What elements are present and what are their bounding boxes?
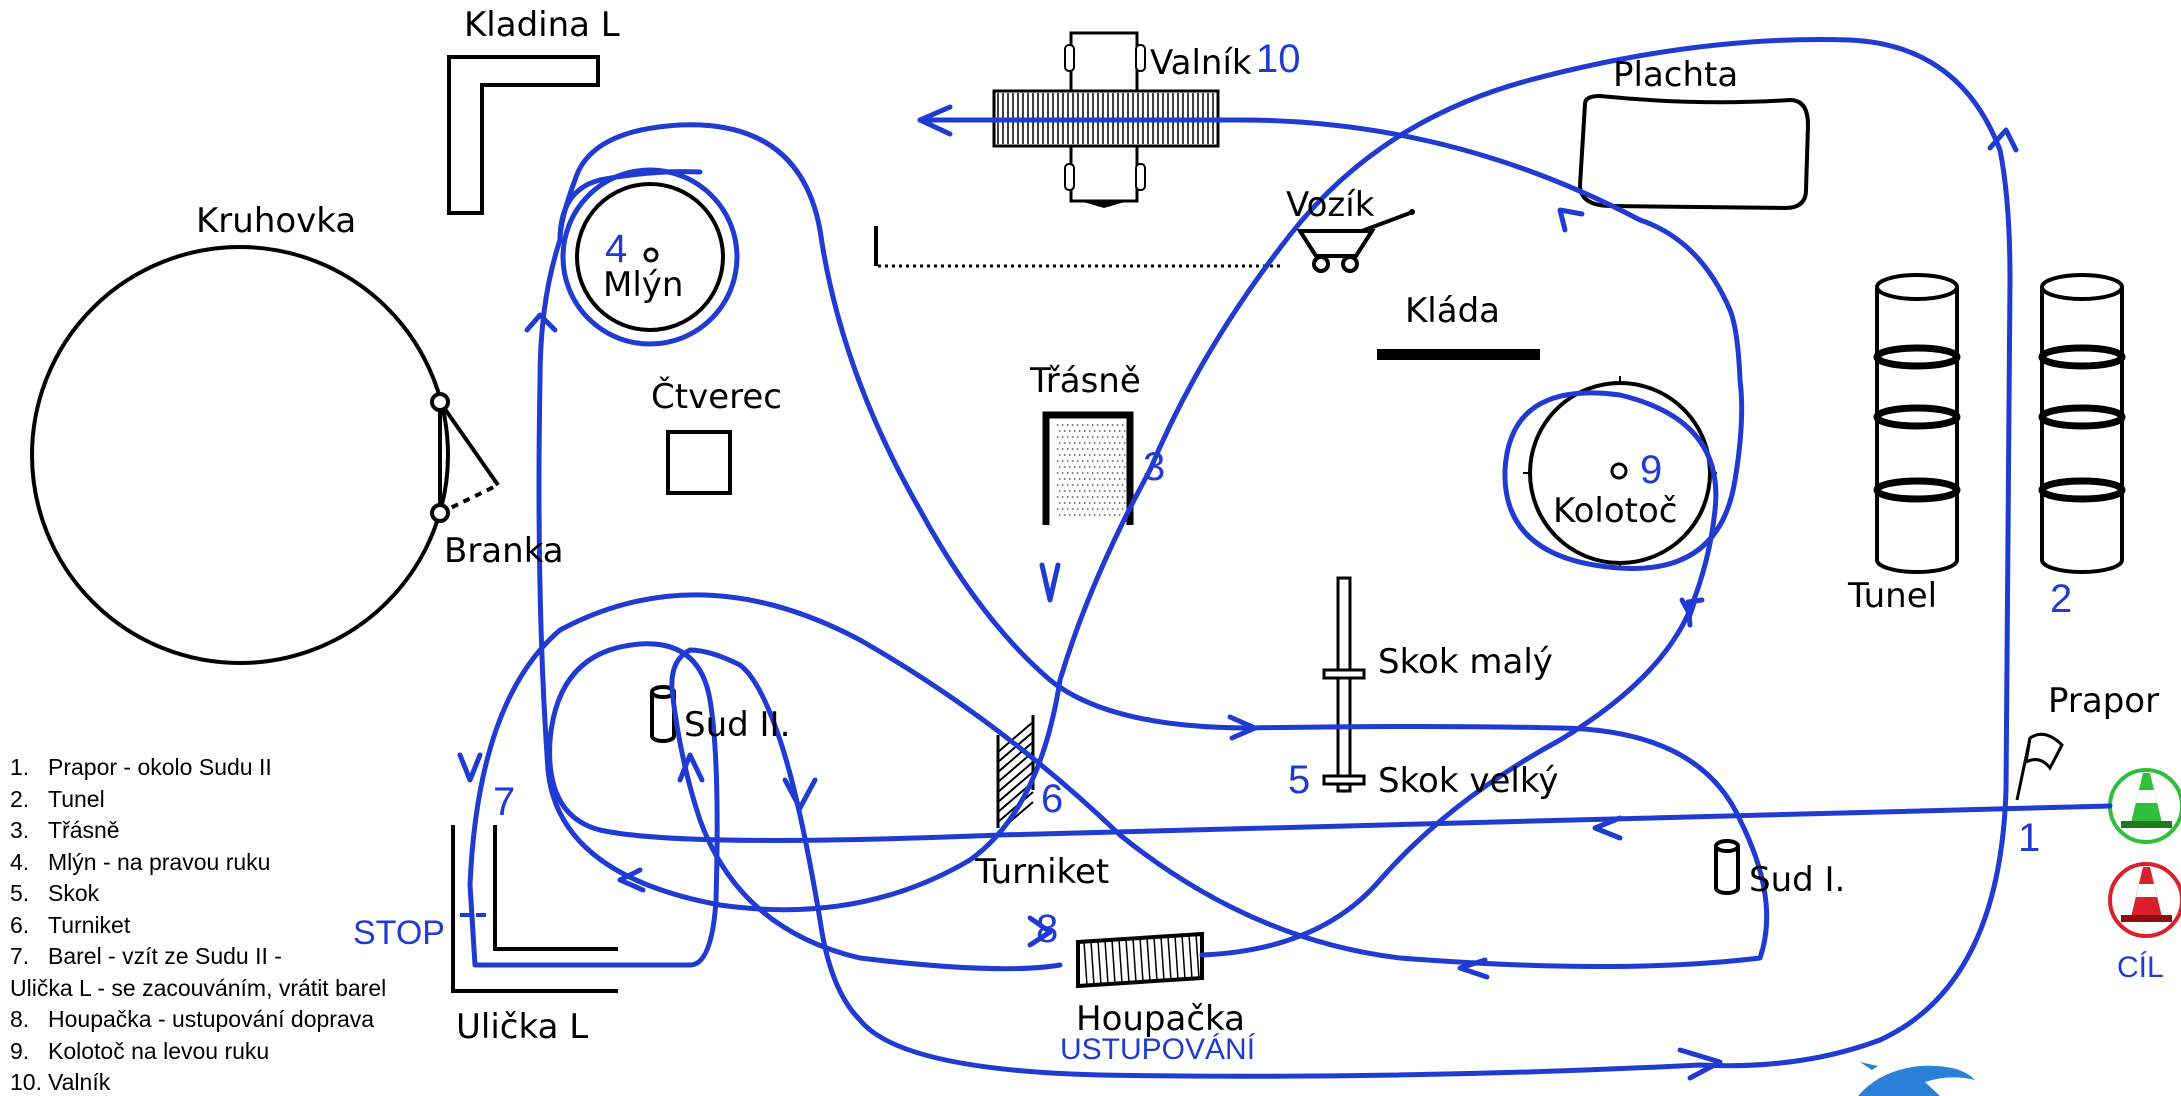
kruhovka-obstacle <box>30 245 450 665</box>
legend-item-number: 3. <box>10 817 30 843</box>
trasne-obstacle <box>1042 411 1134 525</box>
klada-obstacle <box>1377 349 1540 360</box>
legend-item: Ulička L - se zacouváním, vrátit barel <box>10 973 386 1005</box>
marker-6: 6 <box>1041 777 1063 821</box>
branka-label: Branka <box>444 531 564 571</box>
mlyn-obstacle <box>575 182 725 332</box>
start-cone-icon <box>2108 768 2181 844</box>
legend-item: 1. Prapor - okolo Sudu II <box>10 752 386 784</box>
prapor-label: Prapor <box>2048 681 2159 721</box>
legend-item-number: 2. <box>10 785 30 812</box>
branka-gate <box>430 392 500 523</box>
logo-icon <box>1858 1062 1975 1096</box>
legend-item-number: 6. <box>10 911 30 938</box>
trasne-label: Třásně <box>1029 361 1141 401</box>
legend-item-number: 10. <box>10 1069 42 1095</box>
flag-icon <box>2015 732 2064 801</box>
legend-item-text: Prapor - okolo Sudu II <box>48 754 272 780</box>
ctverec-label: Čtverec <box>651 376 782 417</box>
legend-item: 6. Turniket <box>10 910 386 942</box>
skok-maly-label: Skok malý <box>1378 642 1553 682</box>
legend-item-text: Tunel <box>48 785 105 812</box>
marker-1: 1 <box>2018 816 2040 860</box>
marker-5: 5 <box>1288 758 1310 802</box>
legend-item: 7. Barel - vzít ze Sudu II - <box>10 941 386 973</box>
marker-2: 2 <box>2050 577 2072 621</box>
legend-item: 3. Třásně <box>10 815 386 847</box>
legend-item: 2. Tunel <box>10 784 386 816</box>
ulicka-l-label: Ulička L <box>456 1007 588 1047</box>
skok-velky-label: Skok velký <box>1378 761 1558 801</box>
legend-item: 5. Skok <box>10 878 386 910</box>
kladina-l-obstacle <box>447 55 600 215</box>
legend-item-number: 5. <box>10 880 30 906</box>
ctverec-obstacle <box>666 430 732 495</box>
legend-item-number: 7. <box>10 943 30 969</box>
stop-label: STOP <box>353 914 445 952</box>
legend-item: 10.Valník <box>10 1067 386 1096</box>
legend-item-text: Valník <box>48 1069 111 1095</box>
kladina-l-label: Kladina L <box>464 5 620 45</box>
legend-item-number: 8. <box>10 1006 30 1032</box>
legend-item: 9. Kolotoč na levou ruku <box>10 1036 386 1068</box>
marker-9: 9 <box>1640 448 1662 492</box>
vozik-obstacle <box>874 209 1415 273</box>
kolotoc-obstacle <box>1523 376 1717 570</box>
plachta-label: Plachta <box>1613 55 1738 95</box>
cart-icon <box>1296 209 1415 273</box>
legend-item-text: Třásně <box>48 817 120 843</box>
sud-i-label: Sud I. <box>1749 860 1845 900</box>
route-path <box>457 37 2113 1081</box>
marker-4: 4 <box>605 227 627 271</box>
legend-item-text: Barel - vzít ze Sudu II - <box>48 943 282 969</box>
kolotoc-label: Kolotoč <box>1553 491 1677 531</box>
legend-item-text: Turniket <box>48 911 131 938</box>
skok-obstacle <box>1322 576 1366 793</box>
sud-ii-label: Sud II. <box>684 705 790 745</box>
start-cone <box>2108 768 2181 844</box>
prapor-flag <box>2015 732 2064 801</box>
mlyn-label: Mlýn <box>603 265 683 305</box>
marker-3: 3 <box>1143 445 1165 489</box>
legend-item-number: 4. <box>10 848 30 875</box>
legend: 1. Prapor - okolo Sudu II 2. Tunel 3. Třásně 4… <box>10 752 386 1096</box>
legend-item-text: Skok <box>48 880 100 906</box>
tunel-label: Tunel <box>1847 576 1937 616</box>
legend-item-text: Kolotoč na levou ruku <box>48 1037 270 1064</box>
marker-8: 8 <box>1036 907 1058 951</box>
turniket-label: Turniket <box>974 852 1109 892</box>
cil-label: CÍL <box>2117 951 2164 984</box>
marker-10: 10 <box>1256 37 1301 81</box>
sud-i-barrel <box>1714 839 1740 895</box>
legend-item-text: Houpačka - ustupování doprava <box>48 1006 375 1032</box>
klada-label: Kláda <box>1405 291 1500 331</box>
legend-item-number: 9. <box>10 1037 30 1064</box>
ulicka-l-obstacle <box>451 825 618 993</box>
marker-7: 7 <box>493 780 515 824</box>
plachta-obstacle <box>1577 93 1811 211</box>
legend-item: 4. Mlýn - na pravou ruku <box>10 847 386 879</box>
legend-item-number: 1. <box>10 754 30 780</box>
ustupovani-label: USTUPOVÁNÍ <box>1060 1033 1256 1066</box>
kruhovka-label: Kruhovka <box>196 201 356 241</box>
houpacka-label: Houpačka <box>1076 999 1245 1039</box>
valnik-label: Valník <box>1150 43 1252 83</box>
legend-item: 8. Houpačka - ustupování doprava <box>10 1004 386 1036</box>
finish-cone-icon <box>2108 862 2181 938</box>
legend-item-text: Ulička L - se zacouváním, vrátit barel <box>10 974 387 1001</box>
houpacka-obstacle <box>1076 931 1204 989</box>
tunel-obstacle-2 <box>2038 273 2126 574</box>
finish-cone <box>2108 862 2181 938</box>
vozik-label: Vozík <box>1286 185 1375 225</box>
legend-item-text: Mlýn - na pravou ruku <box>48 848 271 875</box>
tunel-obstacle <box>1873 273 1961 574</box>
